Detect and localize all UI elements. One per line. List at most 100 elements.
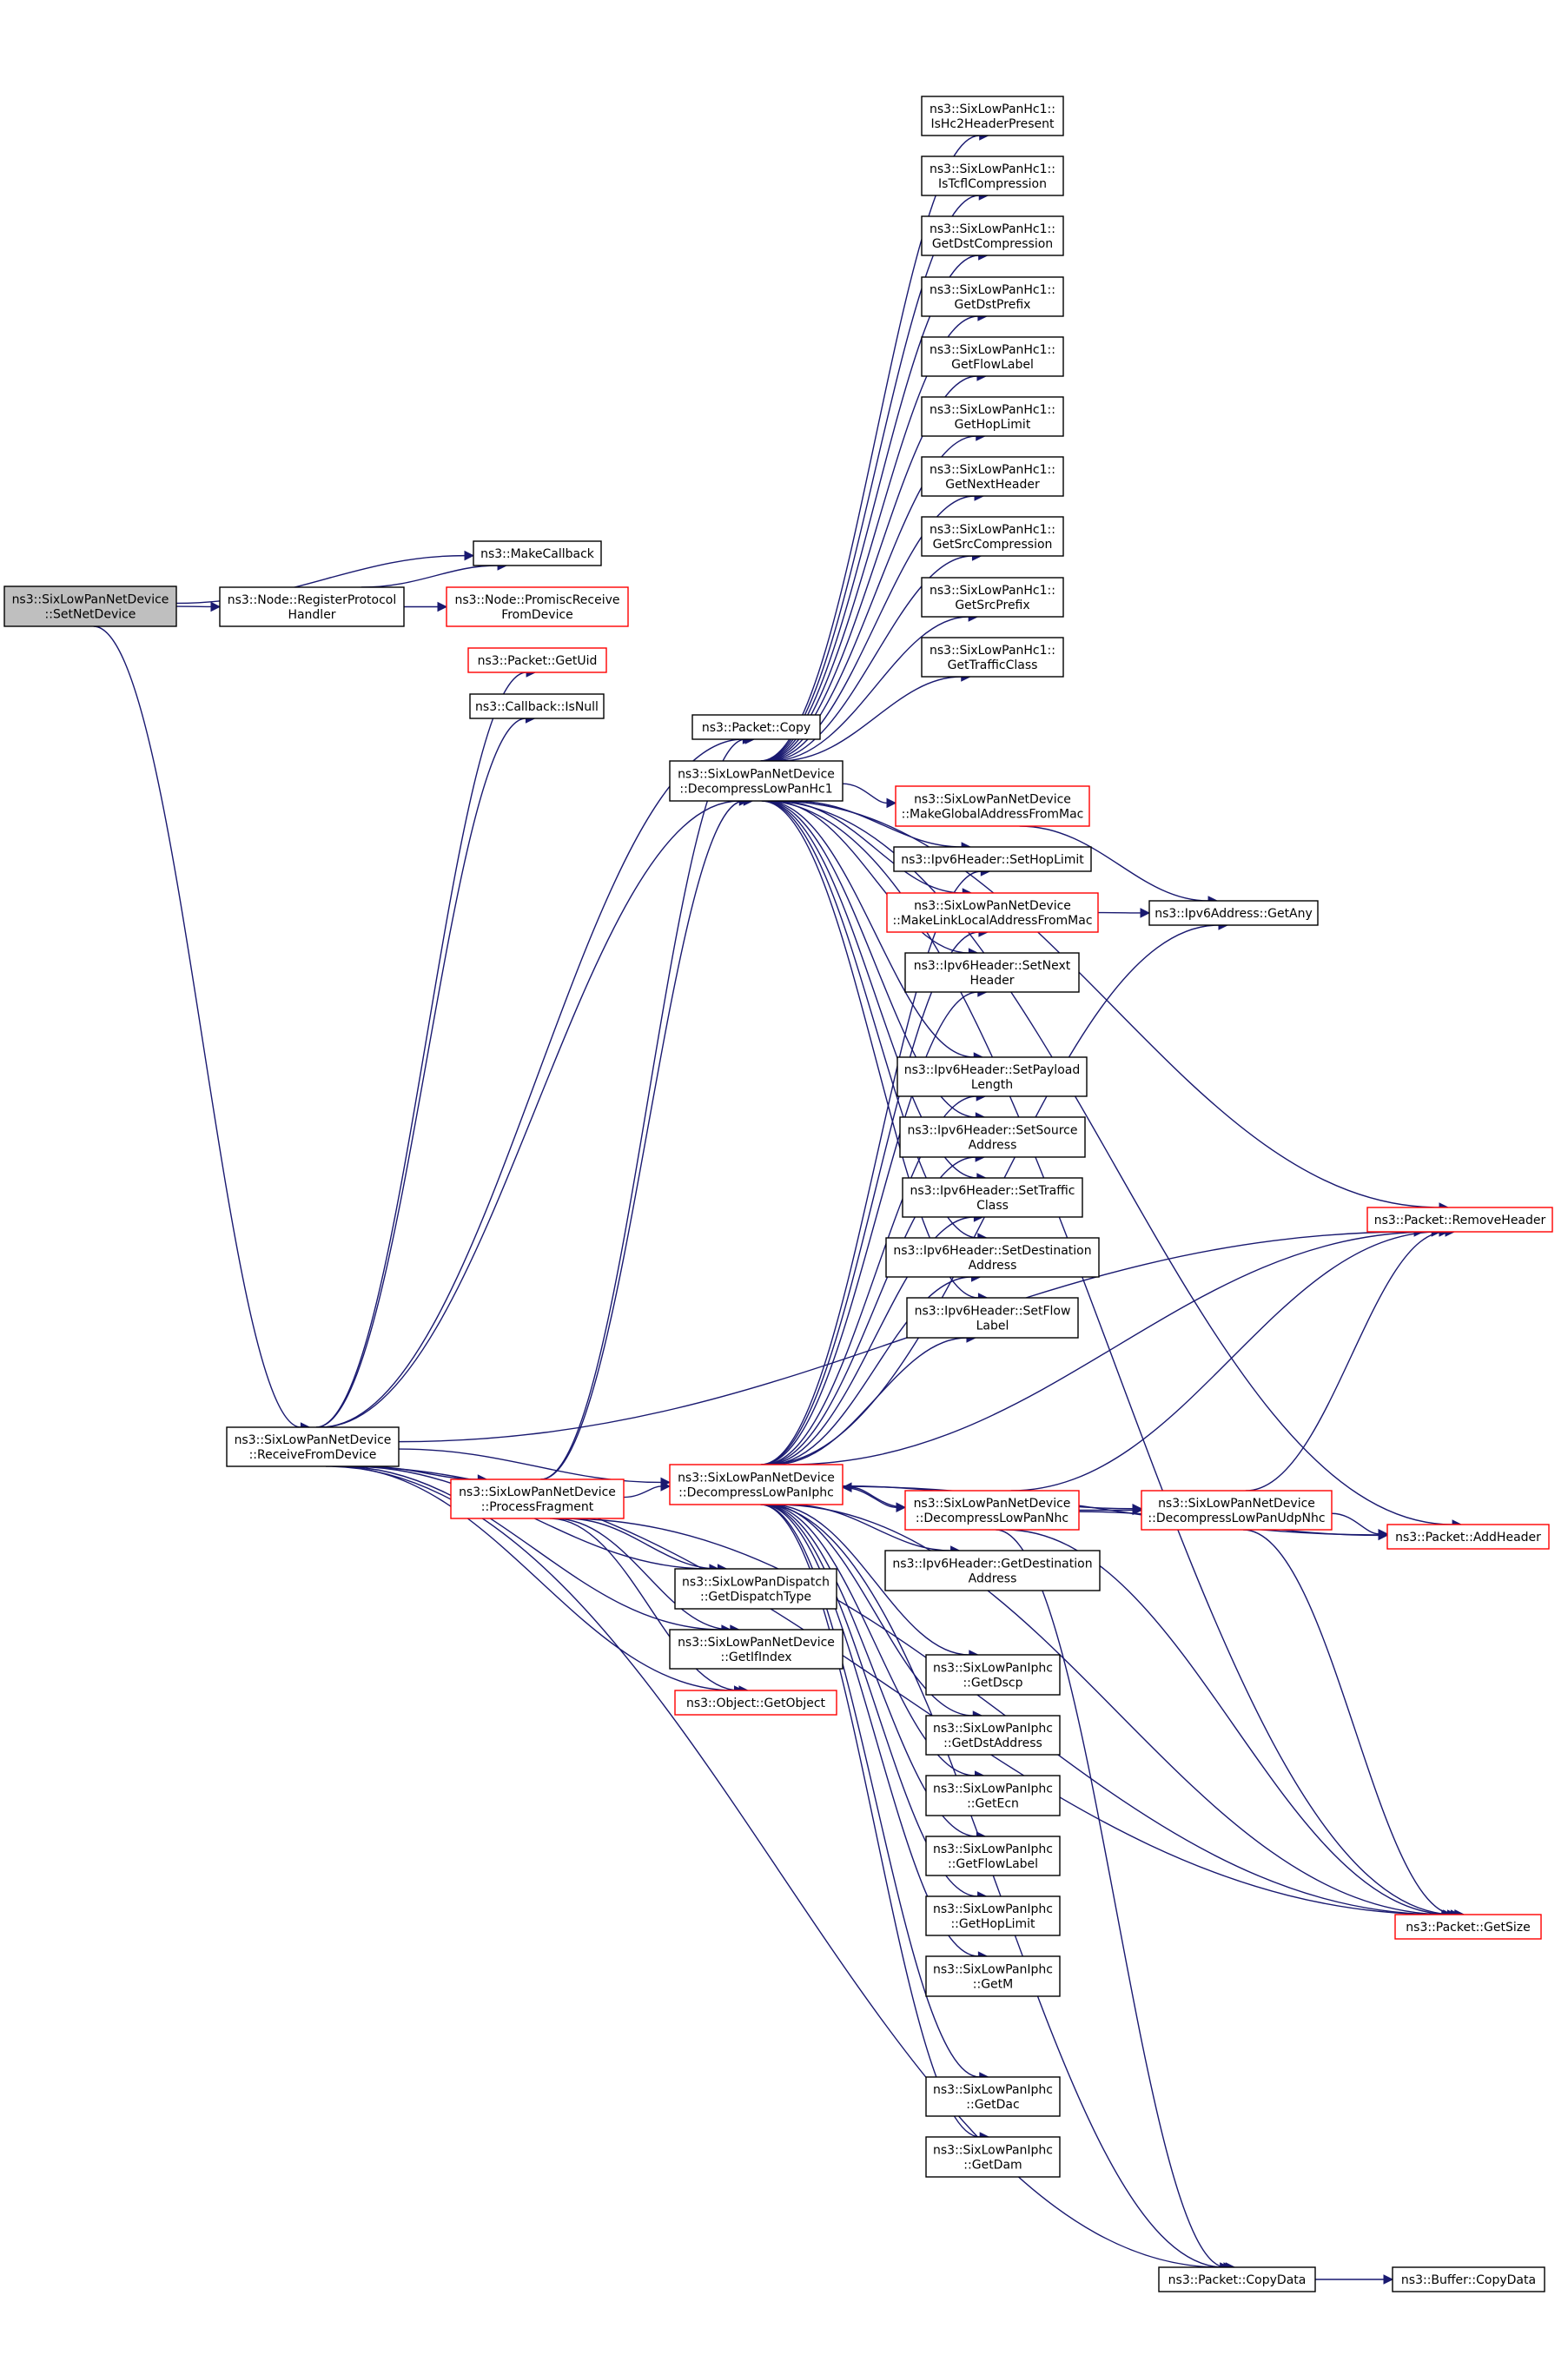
node-label: ns3::Ipv6Header::SetHopLimit bbox=[901, 853, 1084, 867]
node-decompress-low-pan-udp-nhc[interactable]: ns3::SixLowPanNetDevice::DecompressLowPa… bbox=[1141, 1490, 1333, 1531]
arrowhead bbox=[210, 601, 222, 612]
node-box bbox=[1148, 900, 1319, 926]
node-get-m[interactable]: ns3::SixLowPanIphc::GetM bbox=[925, 1955, 1061, 1997]
node-packet-copy-data[interactable]: ns3::Packet::CopyData bbox=[1158, 2266, 1316, 2292]
node-get-any[interactable]: ns3::Ipv6Address::GetAny bbox=[1148, 900, 1319, 926]
node-get-size[interactable]: ns3::Packet::GetSize bbox=[1394, 1914, 1542, 1940]
node-set-hop-limit[interactable]: ns3::Ipv6Header::SetHopLimit bbox=[893, 846, 1092, 872]
node-get-if-index[interactable]: ns3::SixLowPanNetDevice::GetIfIndex bbox=[669, 1629, 844, 1670]
node-label: ns3::Packet::AddHeader bbox=[1395, 1531, 1541, 1545]
node-remove-header[interactable]: ns3::Packet::RemoveHeader bbox=[1366, 1207, 1553, 1233]
node-set-net-device[interactable]: ns3::SixLowPanNetDevice::SetNetDevice bbox=[3, 585, 177, 627]
node-label: ns3::Buffer::CopyData bbox=[1401, 2273, 1536, 2287]
node-add-header[interactable]: ns3::Packet::AddHeader bbox=[1386, 1524, 1550, 1550]
node-label: GetSrcCompression bbox=[933, 538, 1053, 552]
node-label: IsTcflCompression bbox=[938, 177, 1047, 191]
node-get-ecn[interactable]: ns3::SixLowPanIphc::GetEcn bbox=[925, 1775, 1061, 1816]
node-label: Handler bbox=[288, 608, 335, 622]
node-get-dac[interactable]: ns3::SixLowPanIphc::GetDac bbox=[925, 2076, 1061, 2117]
node-box bbox=[925, 1895, 1061, 1936]
node-label: ns3::SixLowPanIphc bbox=[933, 1963, 1053, 1977]
edge-decompress-low-pan-udp-nhc-to-add-header bbox=[1331, 1512, 1389, 1539]
node-get-dispatch-type[interactable]: ns3::SixLowPanDispatch::GetDispatchType bbox=[674, 1568, 837, 1610]
node-is-null[interactable]: ns3::Callback::IsNull bbox=[469, 693, 605, 719]
node-make-global-address-from-mac[interactable]: ns3::SixLowPanNetDevice::MakeGlobalAddre… bbox=[895, 785, 1090, 827]
node-label: ns3::SixLowPanHc1:: bbox=[930, 222, 1055, 236]
node-label: ns3::SixLowPanHc1:: bbox=[930, 584, 1055, 598]
node-label: ns3::Object::GetObject bbox=[686, 1697, 826, 1710]
edge-receive-from-device-to-get-uid bbox=[315, 667, 537, 1428]
node-label: ns3::Ipv6Address::GetAny bbox=[1154, 907, 1313, 921]
edge-process-fragment-to-get-dispatch-type bbox=[566, 1518, 728, 1574]
node-get-src-prefix[interactable]: ns3::SixLowPanHc1::GetSrcPrefix bbox=[921, 577, 1064, 618]
node-decompress-low-pan-iphc[interactable]: ns3::SixLowPanNetDevice::DecompressLowPa… bbox=[669, 1464, 844, 1505]
node-box bbox=[921, 396, 1064, 437]
node-decompress-low-pan-nhc[interactable]: ns3::SixLowPanNetDevice::DecompressLowPa… bbox=[904, 1490, 1080, 1531]
node-get-object[interactable]: ns3::Object::GetObject bbox=[674, 1690, 837, 1716]
node-box bbox=[925, 1955, 1061, 1997]
node-label: ns3::Node::PromiscReceive bbox=[454, 593, 619, 607]
node-copy[interactable]: ns3::Packet::Copy bbox=[691, 714, 821, 740]
node-box bbox=[921, 336, 1064, 377]
edge-register-protocol-handler-to-promisc-receive-from-device bbox=[404, 601, 448, 612]
node-label: Label bbox=[976, 1320, 1009, 1333]
node-get-dst-compression[interactable]: ns3::SixLowPanHc1::GetDstCompression bbox=[921, 215, 1064, 256]
node-label: ns3::Ipv6Header::SetSource bbox=[908, 1124, 1078, 1138]
node-get-dam[interactable]: ns3::SixLowPanIphc::GetDam bbox=[925, 2136, 1061, 2178]
node-process-fragment[interactable]: ns3::SixLowPanNetDevice::ProcessFragment bbox=[450, 1478, 625, 1519]
node-label: ::DecompressLowPanNhc bbox=[916, 1512, 1068, 1525]
arrowhead bbox=[1378, 1528, 1389, 1539]
node-receive-from-device[interactable]: ns3::SixLowPanNetDevice::ReceiveFromDevi… bbox=[226, 1426, 400, 1467]
edge-decompress-low-pan-nhc-to-decompress-low-pan-iphc bbox=[841, 1482, 906, 1508]
edge-set-net-device-to-register-protocol-handler bbox=[175, 601, 222, 612]
node-make-callback[interactable]: ns3::MakeCallback bbox=[473, 540, 602, 566]
node-is-tcfl-compression[interactable]: ns3::SixLowPanHc1::IsTcflCompression bbox=[921, 155, 1064, 196]
node-label: ns3::Packet::Copy bbox=[702, 721, 810, 735]
arrowhead bbox=[437, 601, 448, 612]
node-label: ns3::Ipv6Header::SetTraffic bbox=[910, 1184, 1075, 1198]
node-label: ns3::Ipv6Header::SetFlow bbox=[915, 1305, 1071, 1319]
node-is-hc2-header-present[interactable]: ns3::SixLowPanHc1::IsHc2HeaderPresent bbox=[921, 96, 1064, 136]
node-buffer-copy-data[interactable]: ns3::Buffer::CopyData bbox=[1392, 2266, 1545, 2292]
node-decompress-low-pan-hc1[interactable]: ns3::SixLowPanNetDevice::DecompressLowPa… bbox=[669, 760, 844, 802]
node-get-dst-prefix[interactable]: ns3::SixLowPanHc1::GetDstPrefix bbox=[921, 276, 1064, 317]
node-get-next-header[interactable]: ns3::SixLowPanHc1::GetNextHeader bbox=[921, 456, 1064, 497]
node-get-uid[interactable]: ns3::Packet::GetUid bbox=[467, 647, 607, 673]
node-label: ns3::SixLowPanHc1:: bbox=[930, 523, 1055, 537]
node-box bbox=[904, 1490, 1080, 1531]
node-label: ::DecompressLowPanIphc bbox=[678, 1486, 834, 1500]
node-box bbox=[925, 1715, 1061, 1756]
node-hc1-get-hop-limit[interactable]: ns3::SixLowPanHc1::GetHopLimit bbox=[921, 396, 1064, 437]
node-box bbox=[921, 637, 1064, 678]
node-label: ::DecompressLowPanUdpNhc bbox=[1148, 1512, 1325, 1525]
node-hc1-get-flow-label[interactable]: ns3::SixLowPanHc1::GetFlowLabel bbox=[921, 336, 1064, 377]
node-iphc-get-flow-label[interactable]: ns3::SixLowPanIphc::GetFlowLabel bbox=[925, 1836, 1061, 1876]
node-get-dscp[interactable]: ns3::SixLowPanIphc::GetDscp bbox=[925, 1654, 1061, 1696]
node-get-dst-address[interactable]: ns3::SixLowPanIphc::GetDstAddress bbox=[925, 1715, 1061, 1756]
node-label: ns3::SixLowPanNetDevice bbox=[678, 768, 835, 782]
node-get-traffic-class[interactable]: ns3::SixLowPanHc1::GetTrafficClass bbox=[921, 637, 1064, 678]
node-box bbox=[921, 456, 1064, 497]
node-label: ns3::SixLowPanNetDevice bbox=[235, 1433, 392, 1447]
node-get-src-compression[interactable]: ns3::SixLowPanHc1::GetSrcCompression bbox=[921, 516, 1064, 557]
edge-decompress-low-pan-iphc-to-set-flow-label bbox=[773, 1333, 977, 1465]
edge-decompress-low-pan-iphc-to-decompress-low-pan-nhc bbox=[842, 1486, 907, 1513]
node-box bbox=[893, 846, 1092, 872]
node-label: ns3::SixLowPanNetDevice bbox=[459, 1485, 616, 1499]
node-make-link-local-address-from-mac[interactable]: ns3::SixLowPanNetDevice::MakeLinkLocalAd… bbox=[886, 892, 1099, 933]
node-iphc-get-hop-limit[interactable]: ns3::SixLowPanIphc::GetHopLimit bbox=[925, 1895, 1061, 1936]
node-label: Address bbox=[969, 1139, 1017, 1153]
edge-receive-from-device-to-copy bbox=[320, 734, 753, 1428]
node-label: ns3::Ipv6Header::GetDestination bbox=[892, 1558, 1092, 1571]
node-label: GetFlowLabel bbox=[951, 358, 1034, 372]
